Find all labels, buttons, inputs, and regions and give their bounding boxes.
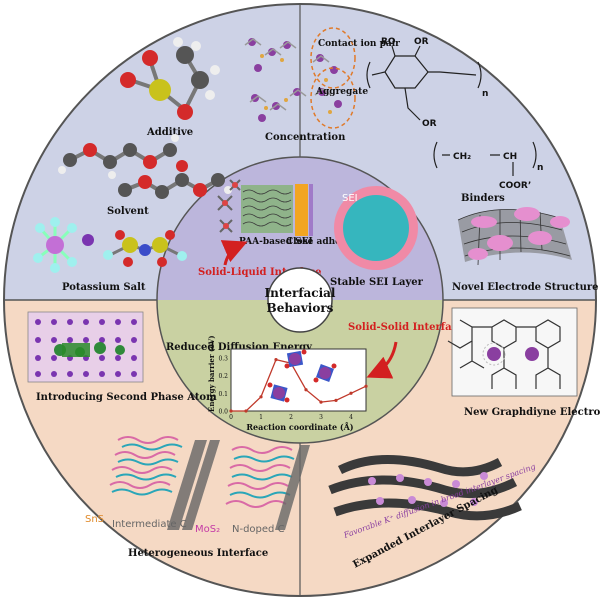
additive-label: Additive <box>146 127 193 138</box>
sei-label: SEI <box>342 193 358 204</box>
x-tick-label: 1 <box>259 414 263 421</box>
chart-xticks: 0 1 2 3 4 <box>229 414 353 421</box>
binder-coor-label: COOR’ <box>499 181 531 191</box>
energy-point <box>259 395 263 399</box>
second-phase-lattice <box>27 311 144 383</box>
energy-point <box>274 358 278 362</box>
additive-molecule <box>120 37 220 120</box>
center-hub <box>267 267 333 333</box>
binder-ro-label: RO <box>381 37 396 47</box>
chart-atom-cluster-3 <box>313 363 337 383</box>
binder-n-label: n <box>482 89 488 99</box>
energy-point <box>244 409 248 413</box>
binder-or-label: OR <box>414 37 429 47</box>
chart-yticks: 0.0 0.1 0.2 0.3 <box>218 355 228 415</box>
chart-ylabel: Energy barrier (eV) <box>207 335 216 412</box>
energy-point <box>334 398 338 402</box>
y-tick-label: 0.2 <box>218 373 228 380</box>
second-phase-label: Introducing Second Phase Atom <box>36 392 217 403</box>
chart-atom-cluster-1 <box>267 382 290 403</box>
stable-sei-label: Stable SEI Layer <box>330 277 424 288</box>
expanded-interlayer-graphic <box>328 454 522 521</box>
sns-label: SnS <box>85 514 104 525</box>
heterogeneous-label: Heterogeneous Interface <box>128 548 268 559</box>
binder-or2-label: OR <box>422 119 437 129</box>
solid-solid-label: Solid-Solid Interface <box>348 322 464 333</box>
binder-ch-label: CH <box>503 152 517 162</box>
concentration-clusters <box>244 27 356 129</box>
energy-point <box>349 391 353 395</box>
graphdiyne-lattice <box>447 307 578 397</box>
x-tick-label: 2 <box>289 414 293 421</box>
paa-sei-graphic <box>217 179 313 236</box>
x-tick-label: 4 <box>349 414 353 421</box>
sei-sphere <box>334 186 418 270</box>
binders-label: Binders <box>461 193 505 204</box>
n-doped-c-label: N-doped C <box>232 524 285 535</box>
y-tick-label: 0.3 <box>218 355 228 362</box>
novel-electrode-label: Novel Electrode Structure <box>452 282 599 293</box>
y-tick-label: 0.0 <box>218 409 228 416</box>
solvent-label: Solvent <box>107 206 149 217</box>
potassium-salt-label: Potassium Salt <box>62 282 146 293</box>
chart-xlabel: Reaction coordinate (Å) <box>246 422 353 432</box>
chart-atom-cluster-2 <box>284 349 307 369</box>
binder-ch2-label: CH₂ <box>453 152 471 162</box>
solid-liquid-label: Solid-Liquid Interface <box>198 267 321 278</box>
center-title-line1: Interfacial <box>265 286 336 300</box>
binder-n2-label: n <box>537 163 543 173</box>
heterogeneous-layers <box>109 436 310 530</box>
x-tick-label: 3 <box>319 414 323 421</box>
potassium-salt-molecules <box>33 217 187 273</box>
energy-point <box>319 400 323 404</box>
intermediate-c-label: Intermediate C <box>112 519 187 530</box>
concentration-label: Concentration <box>265 132 346 143</box>
energy-point <box>304 388 308 392</box>
chart-marks <box>229 358 368 413</box>
binder-cellulose-structure <box>366 45 482 121</box>
energy-point <box>364 384 368 388</box>
x-tick-label: 0 <box>229 414 233 421</box>
center-title-line2: Behaviors <box>267 301 334 315</box>
close-adhesion-label: Close adhesion <box>286 237 362 247</box>
paa-sei-label: PAA-based SEI <box>239 237 313 247</box>
graphdiyne-label: New Graphdiyne Electrode <box>464 407 600 418</box>
solid-solid-arrow <box>366 341 398 379</box>
contact-ion-pair-label: Contact ion pair <box>318 39 400 49</box>
solvent-molecules <box>58 134 232 199</box>
binder-polyacrylate-structure <box>433 141 537 176</box>
energy-point <box>229 409 233 413</box>
reduced-diffusion-label: Reduced Diffusion Energy <box>166 342 313 353</box>
y-tick-label: 0.1 <box>218 391 228 398</box>
energy-curve <box>231 358 367 412</box>
solid-liquid-arrow <box>220 240 248 266</box>
energy-barrier-chart: 0.0 0.1 0.2 0.3 0 1 2 3 4 Reaction coordinate (… <box>207 335 368 432</box>
mos2-label: MoS₂ <box>195 524 220 535</box>
aggregate-label: Aggregate <box>315 87 368 97</box>
novel-electrode-graphic <box>457 207 572 266</box>
